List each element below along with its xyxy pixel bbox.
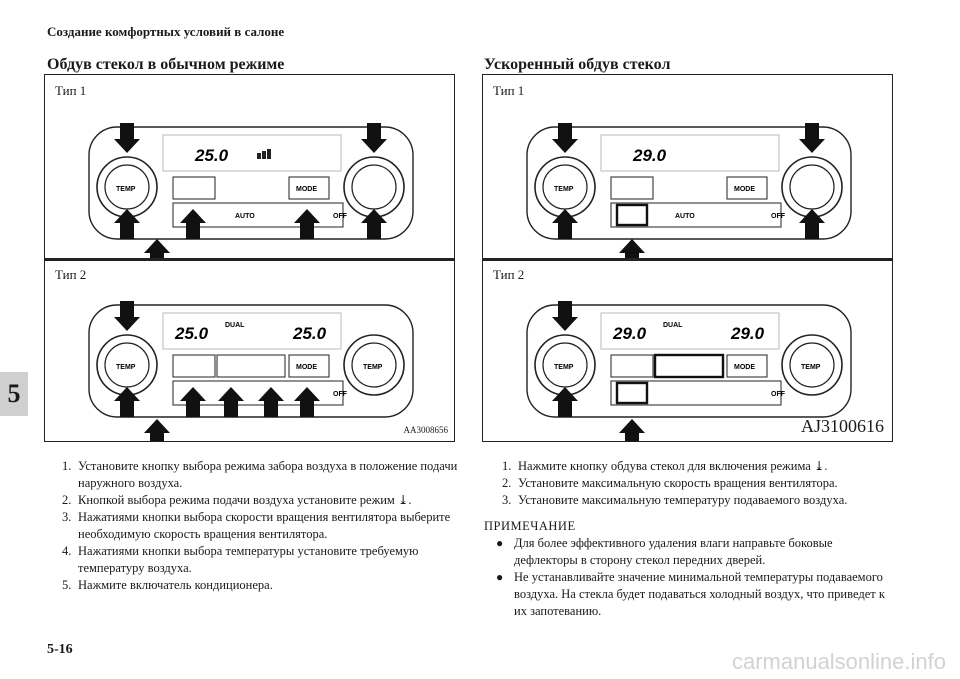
climate-panel-type2: 25.0 DUAL 25.0 TEMP TEMP MODE OFF [88, 301, 414, 441]
list-item: ●Для более эффективного удаления влаги н… [496, 536, 833, 567]
right-figure: Тип 1 Тип 2 AJ3100616 29.0 TEMP MODE AUT… [482, 74, 893, 442]
right-figure-code: AJ3100616 [800, 416, 884, 436]
display-temperature: 29.0 [632, 146, 667, 165]
dual-label: DUAL [225, 322, 245, 329]
off-button-label: OFF [333, 213, 348, 220]
mode-button-label: MODE [734, 186, 755, 193]
left-figure: Тип 1 Тип 2 AA3008656 25.0 TEMP MODE AUT… [44, 74, 455, 442]
list-item: 2.Установите максимальную скорость враще… [502, 476, 838, 490]
running-header: Создание комфортных условий в салоне [47, 24, 285, 39]
display-temperature: 25.0 [194, 146, 229, 165]
left-type1-label: Тип 1 [55, 83, 87, 98]
figure-divider [45, 258, 454, 261]
off-button-label: OFF [333, 391, 348, 398]
defrost-mode-icon: ⤓. [813, 459, 828, 473]
climate-panel-type1: 29.0 TEMP MODE AUTO OFF [526, 123, 852, 258]
off-button-label: OFF [771, 391, 786, 398]
page-number: 5-16 [47, 642, 73, 657]
off-button-label: OFF [771, 213, 786, 220]
mode-button-label: MODE [734, 364, 755, 371]
defrost-mode-icon: ⤓. [397, 493, 412, 507]
bullet-icon: ● [496, 536, 504, 550]
display-temperature-right: 25.0 [292, 324, 327, 343]
climate-panel-type2: 29.0 DUAL 29.0 TEMP TEMP MODE OFF [526, 301, 852, 441]
mode-button-label: MODE [296, 364, 317, 371]
chapter-tab: 5 [0, 372, 28, 416]
figure-divider [483, 258, 892, 261]
right-type2-label: Тип 2 [493, 267, 525, 282]
list-item: 5.Нажмите включатель кондиционера. [62, 578, 273, 592]
display-temperature-right: 29.0 [730, 324, 765, 343]
left-figure-code: AA3008656 [403, 425, 449, 435]
dual-label: DUAL [663, 322, 683, 329]
temp-knob-label: TEMP [116, 364, 136, 371]
temp-knob-label: TEMP [554, 186, 574, 193]
bullet-icon: ● [496, 570, 504, 584]
right-steps-list: 1.Нажмите кнопку обдува стекол для включ… [502, 458, 892, 509]
list-item: 3.Установите максимальную температуру по… [502, 493, 848, 507]
list-item: 1.Установите кнопку выбора режима забора… [62, 459, 458, 490]
left-type2-label: Тип 2 [55, 267, 87, 282]
left-section-title: Обдув стекол в обычном режиме [47, 56, 285, 73]
temp-knob-label: TEMP [116, 186, 136, 193]
list-item: 1.Нажмите кнопку обдува стекол для включ… [502, 459, 828, 473]
list-item: ●Не устанавливайте значение минимальной … [496, 570, 885, 618]
notes-list: ●Для более эффективного удаления влаги н… [496, 535, 886, 620]
auto-button-label: AUTO [675, 213, 695, 220]
list-item: 4.Нажатиями кнопки выбора температуры ус… [62, 544, 419, 575]
watermark: carmanualsonline.info [731, 649, 946, 674]
note-title: ПРИМЕЧАНИЕ [484, 519, 576, 533]
climate-panel-type1: 25.0 TEMP MODE AUTO OFF [88, 123, 414, 258]
temp-knob-label-right: TEMP [801, 364, 821, 371]
display-temperature-left: 29.0 [612, 324, 647, 343]
auto-button-label: AUTO [235, 213, 255, 220]
left-steps-list: 1.Установите кнопку выбора режима забора… [62, 458, 458, 594]
mode-button-label: MODE [296, 186, 317, 193]
right-type1-label: Тип 1 [493, 83, 525, 98]
list-item: 2.Кнопкой выбора режима подачи воздуха у… [62, 493, 412, 507]
list-item: 3.Нажатиями кнопки выбора скорости враще… [62, 510, 451, 541]
right-section-title: Ускоренный обдув стекол [484, 56, 671, 73]
temp-knob-label: TEMP [554, 364, 574, 371]
temp-knob-label-right: TEMP [363, 364, 383, 371]
display-temperature-left: 25.0 [174, 324, 209, 343]
